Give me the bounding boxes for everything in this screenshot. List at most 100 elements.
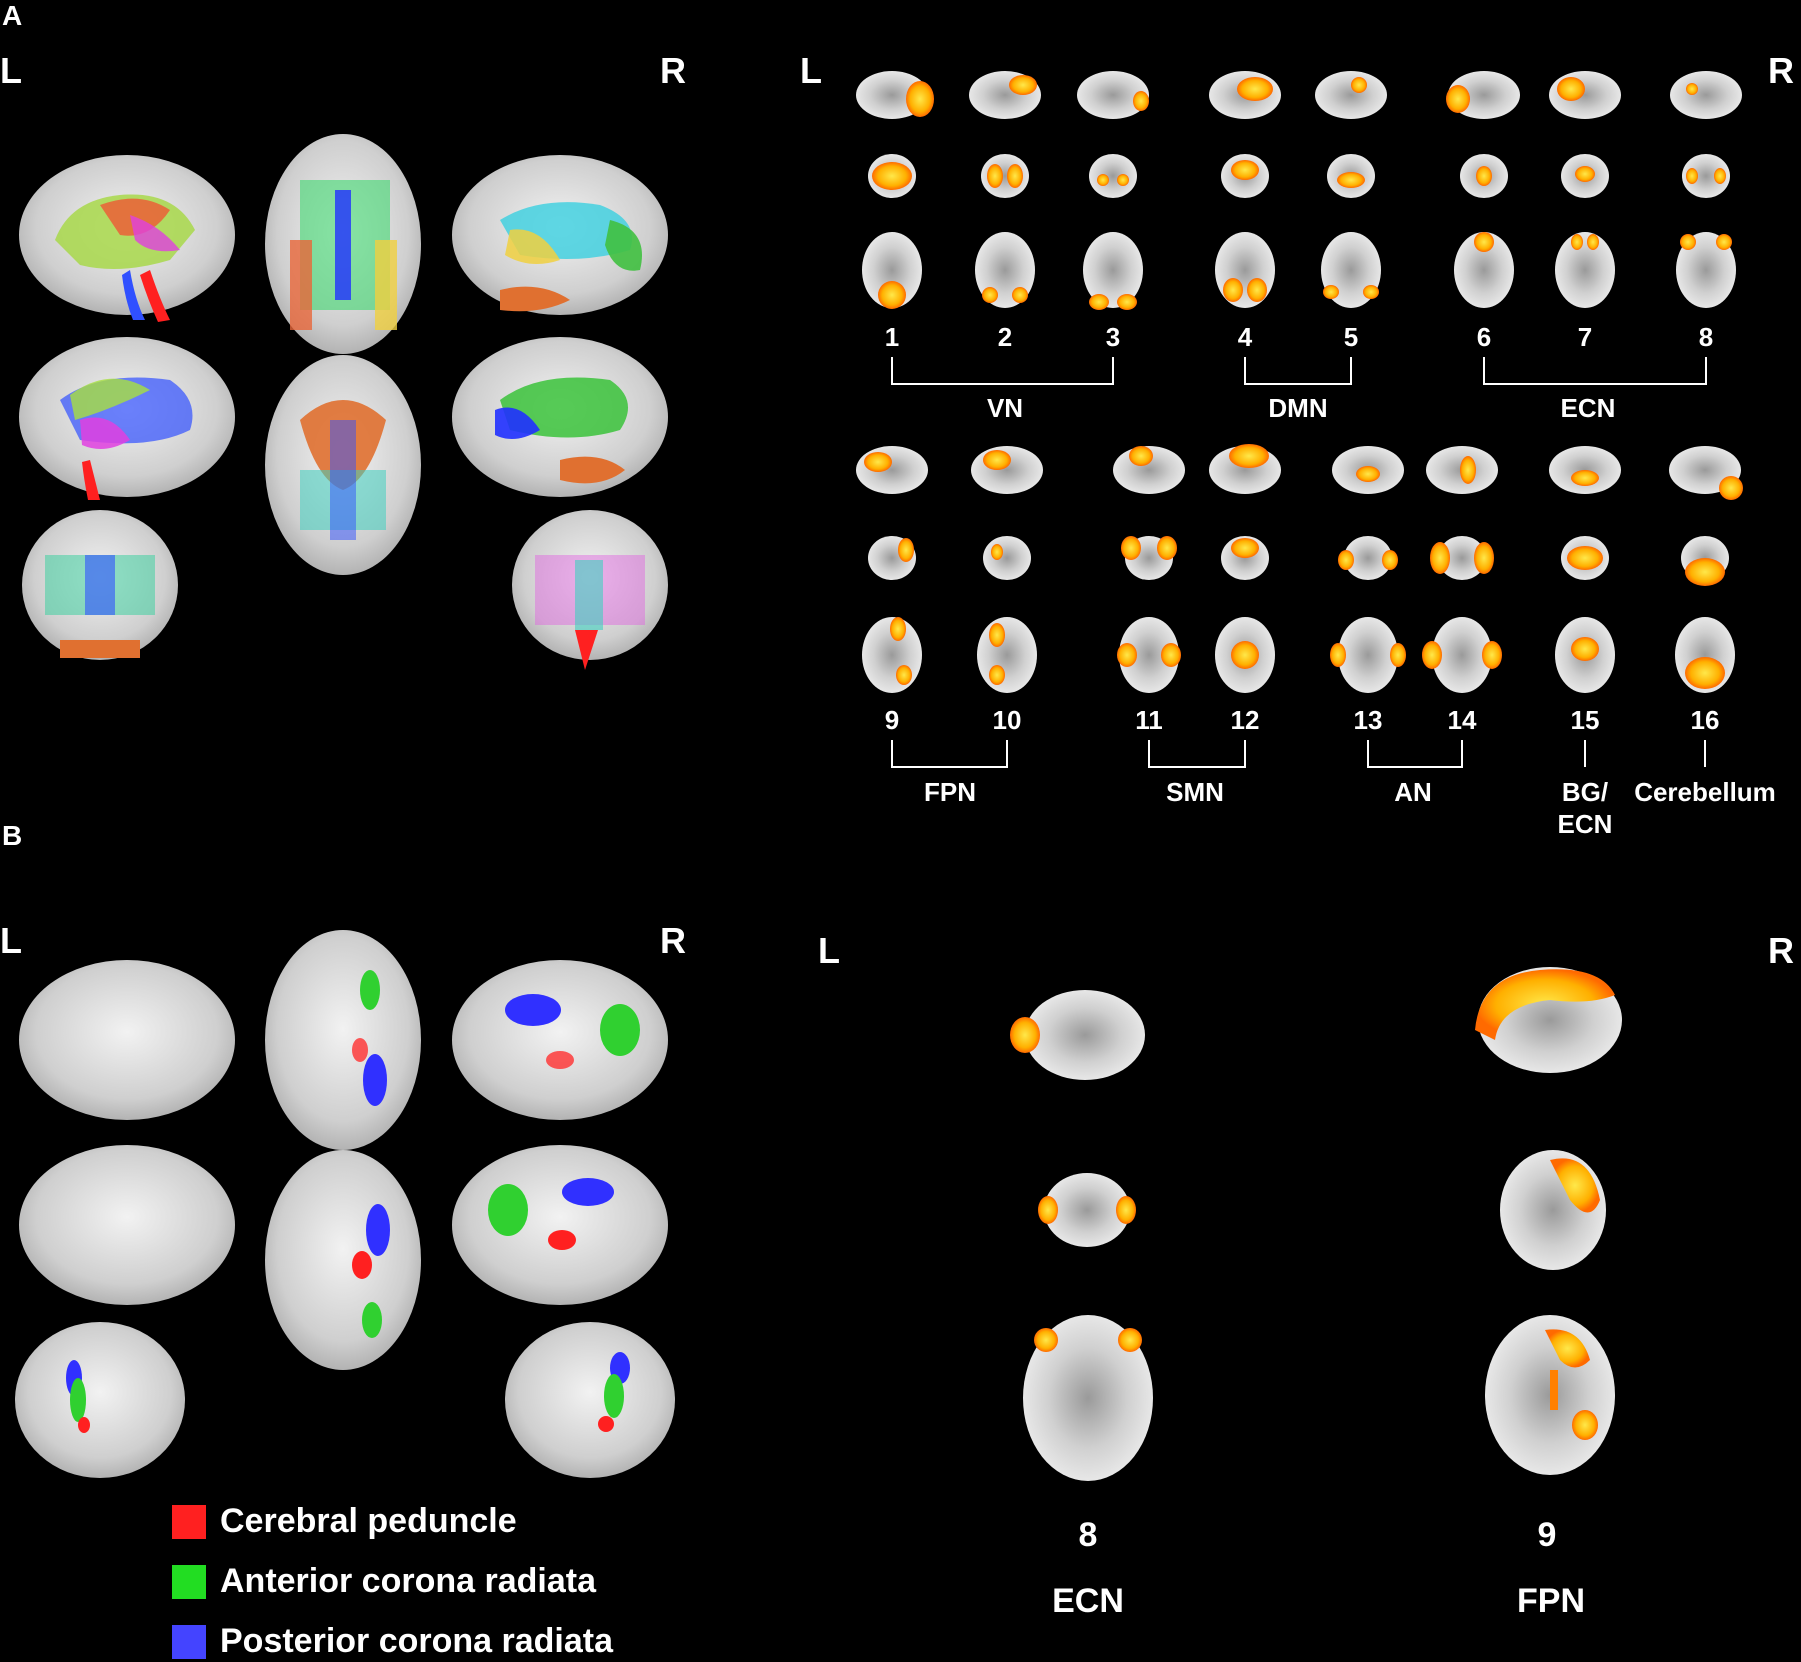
brain-b-medial-right <box>452 1145 668 1305</box>
activation-blob <box>1231 160 1259 180</box>
activation-blob <box>1567 546 1603 570</box>
activation-blob <box>1557 77 1585 101</box>
component-2-slices <box>969 71 1041 308</box>
activation-blob <box>1460 456 1476 484</box>
panel-a-right-side-label-l: L <box>800 50 822 91</box>
activation-blob <box>1229 444 1269 468</box>
panel-a-3d-brains <box>19 134 668 670</box>
axial-slice <box>1215 232 1275 308</box>
component-number: 4 <box>1237 322 1253 352</box>
component-number: 10 <box>992 705 1022 735</box>
activation-blob <box>890 617 906 641</box>
activation-blob <box>1680 234 1696 250</box>
activation-blob <box>987 164 1003 188</box>
component-number: 9 <box>884 705 900 735</box>
activation-blob <box>1476 166 1492 186</box>
panel-b-slices <box>1010 967 1622 1481</box>
network-label-ecn: ECN <box>1560 393 1616 423</box>
panel-a-label: A <box>2 0 23 31</box>
panel-b-component-right: 9 <box>1537 1516 1557 1554</box>
legend-swatch <box>172 1564 206 1599</box>
activation-blob <box>1351 77 1367 93</box>
activation-blob <box>872 162 912 190</box>
panel-b-left-side-label-r: R <box>660 920 686 961</box>
axial-slice <box>1676 232 1736 308</box>
activation-blob <box>1133 91 1149 111</box>
component-10-slices <box>971 446 1043 693</box>
panel-b-3d-brains <box>15 930 675 1478</box>
component-4-slices <box>1209 71 1281 308</box>
activation-blob <box>1422 641 1442 669</box>
network-label-an: AN <box>1394 777 1432 807</box>
panel-a-left-side-label-r: R <box>660 50 686 91</box>
panel-a-left-side-label-l: L <box>0 50 22 91</box>
activation-blob <box>1223 278 1243 302</box>
panel-b-label: B <box>2 820 23 851</box>
activation-blob <box>864 452 892 472</box>
comp8-axial <box>1023 1315 1153 1481</box>
component-number: 2 <box>997 322 1013 352</box>
activation-blob <box>1575 166 1595 182</box>
network-label-bg-ecn-line1: BG/ <box>1561 777 1609 807</box>
coronal-slice <box>1089 154 1137 198</box>
component-1-slices <box>856 71 934 309</box>
axial-slice <box>1338 617 1398 693</box>
brain-b-dorsal <box>265 930 421 1150</box>
component-12-slices <box>1209 444 1281 693</box>
axial-slice <box>977 617 1037 693</box>
coronal-slice <box>983 536 1031 580</box>
activation-blob <box>989 665 1005 685</box>
activation-blob <box>1129 446 1153 466</box>
activation-blob <box>1231 538 1259 558</box>
sagittal-slice <box>1670 71 1742 119</box>
component-number: 6 <box>1476 322 1492 352</box>
activation-blob <box>1686 83 1698 95</box>
activation-blob <box>878 281 906 309</box>
activation-blob <box>1121 536 1141 560</box>
component-number: 8 <box>1698 322 1714 352</box>
activation-blob <box>982 287 998 303</box>
activation-blob <box>1247 278 1267 302</box>
brain-b-lateral-right <box>452 960 668 1120</box>
activation-blob <box>1363 285 1379 299</box>
activation-blob <box>906 81 934 117</box>
activation-blob <box>1117 294 1137 310</box>
component-13-slices <box>1330 446 1406 693</box>
legend-label: Cerebral peduncle <box>220 1502 517 1540</box>
legend-label: Anterior corona radiata <box>220 1562 596 1600</box>
activation-blob <box>1719 476 1743 500</box>
activation-blob <box>1117 174 1129 186</box>
component-number: 7 <box>1577 322 1593 352</box>
axial-slice <box>1432 617 1492 693</box>
activation-blob <box>1007 164 1023 188</box>
activation-blob <box>1390 643 1406 667</box>
legend-swatch <box>172 1504 206 1539</box>
brain-b-ventral <box>265 1150 421 1370</box>
network-label-cerebellum: Cerebellum <box>1634 777 1776 807</box>
activation-blob <box>1089 294 1109 310</box>
activation-blob <box>898 538 914 562</box>
component-7-slices <box>1549 71 1621 308</box>
activation-blob <box>1685 657 1725 689</box>
legend-label: Posterior corona radiata <box>220 1622 614 1660</box>
activation-blob <box>1446 85 1470 113</box>
legend-item-posterior-corona-radiata: Posterior corona radiata <box>172 1622 613 1661</box>
activation-blob <box>1161 643 1181 667</box>
activation-blob <box>1571 234 1583 250</box>
component-number: 3 <box>1105 322 1121 352</box>
activation-blob <box>1382 550 1398 570</box>
activation-blob <box>1117 643 1137 667</box>
activation-blob <box>1009 75 1037 95</box>
component-number: 12 <box>1230 705 1260 735</box>
activation-blob <box>1338 550 1354 570</box>
network-label-dmn: DMN <box>1268 393 1328 423</box>
component-8-slices <box>1670 71 1742 308</box>
network-label-fpn: FPN <box>924 777 976 807</box>
brain-b-medial-left <box>19 1145 235 1305</box>
activation-blob <box>1356 466 1380 482</box>
component-14-slices <box>1422 446 1502 693</box>
component-5-slices <box>1315 71 1387 308</box>
panel-b-network-left: ECN <box>1052 1582 1124 1620</box>
component-number: 1 <box>884 322 900 352</box>
activation-blob <box>1482 641 1502 669</box>
